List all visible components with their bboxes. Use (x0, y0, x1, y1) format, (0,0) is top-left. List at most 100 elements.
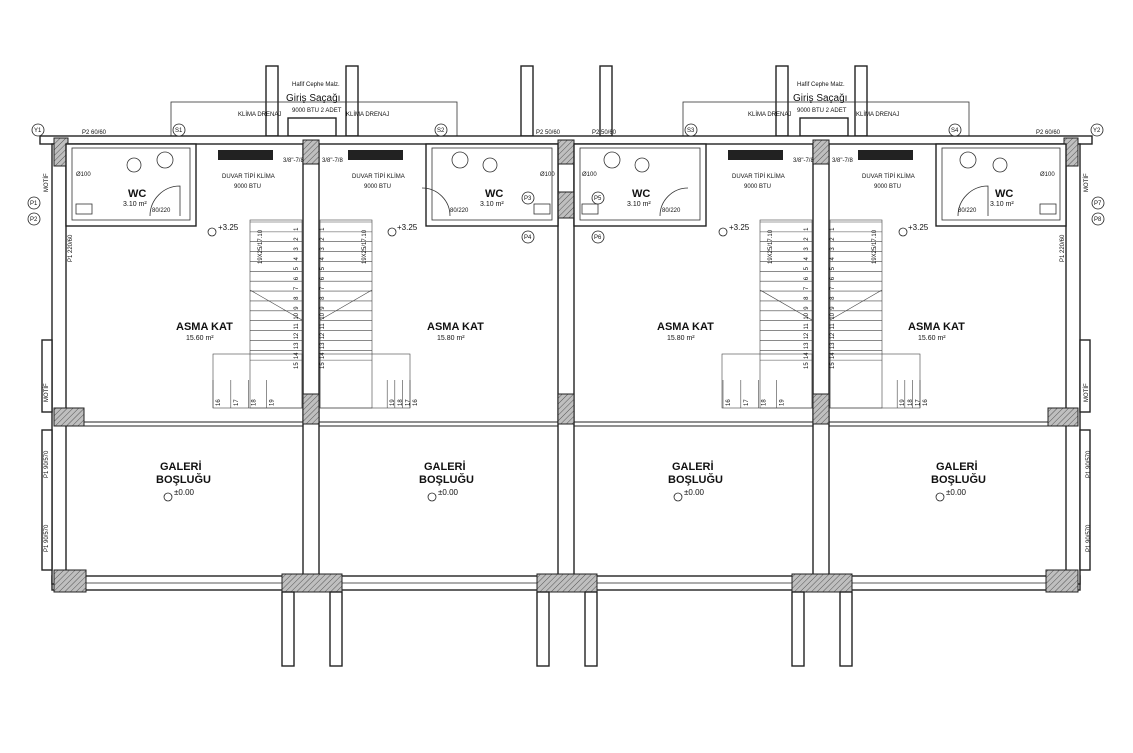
stair-landing-number: 17 (234, 399, 240, 406)
axis-markers: Y1 P1 P2 Y2 P7 P8 S1 S2 S3 S4 P3 P4 P5 P… (27, 123, 1105, 244)
motif-label-right-top: MOTİF (1083, 173, 1090, 192)
wc-area-1: 3.10 m² (123, 201, 147, 208)
wc-title-3: WC (632, 188, 650, 200)
ac-outdoor-label: 9000 BTU 2 ADET (292, 108, 342, 114)
stair-step-number: 15 (294, 362, 300, 369)
wc-title-1: WC (128, 188, 146, 200)
stair-step-number: 2 (320, 237, 326, 241)
window-label-2: P2 50/60 (536, 130, 561, 136)
wc-title-2: WC (485, 188, 503, 200)
stair-step-number: 3 (294, 247, 300, 251)
stair-landing-number: 19 (390, 399, 396, 406)
pipe-label-2: 3/8"-7/8 (322, 158, 343, 164)
stair-step-number: 4 (804, 256, 810, 260)
mezzanine-title-4: ASMA KAT (908, 321, 965, 333)
canopy-outlines (170, 101, 970, 137)
stair-landing-number: 18 (398, 399, 404, 406)
canopy-label: Giriş Saçağı (286, 93, 340, 104)
light-facade-label-2: Hafif Cephe Malz. (797, 82, 845, 88)
drain-size-3: Ø100 (582, 172, 597, 178)
motif-label-left-top: MOTİF (43, 173, 50, 192)
marker-P7: P7 (1094, 201, 1102, 207)
stair-landing-number: 17 (405, 399, 411, 406)
canopy-label-2: Giriş Saçağı (793, 93, 847, 104)
gallery-title-2b: BOŞLUĞU (419, 473, 474, 486)
stair-step-number: 2 (830, 237, 836, 241)
ac-label-4: DUVAR TİPİ KLİMA (862, 173, 915, 180)
stair-step-number: 12 (830, 332, 836, 339)
wc-area-4: 3.10 m² (990, 201, 1014, 208)
stair-step-number: 14 (294, 352, 300, 359)
mezzanine-area-3: 15.80 m² (667, 335, 695, 342)
ac-cap-2: 9000 BTU (364, 184, 391, 190)
drain-size-2: Ø100 (540, 172, 555, 178)
window-label-4: P2 60/60 (1036, 130, 1061, 136)
stair-step-number: 2 (804, 237, 810, 241)
stair-step-number: 4 (294, 256, 300, 260)
stair-step-number: 1 (804, 227, 810, 231)
stair-step-number: 13 (804, 342, 810, 349)
drain-size-1: Ø100 (76, 172, 91, 178)
stair-step-number: 5 (804, 266, 810, 270)
ac-label-3: DUVAR TİPİ KLİMA (732, 173, 785, 180)
level-ground-4: ±0.00 (946, 488, 967, 497)
stair-step-number: 14 (804, 352, 810, 359)
level-upper-3: +3.25 (729, 223, 750, 232)
wc-door-1: 80/220 (152, 208, 171, 214)
stair-spec-2: 19X25/17.10 (362, 229, 368, 264)
stair-step-number: 4 (320, 256, 326, 260)
stair-step-number: 7 (830, 286, 836, 290)
side-window-left: P1 220/60 (68, 234, 74, 262)
wc-area-3: 3.10 m² (627, 201, 651, 208)
wc-title-4: WC (995, 188, 1013, 200)
level-upper-2: +3.25 (397, 223, 418, 232)
stair-step-number: 11 (804, 323, 810, 330)
stair-step-number: 7 (320, 286, 326, 290)
stair-step-number: 10 (320, 312, 326, 319)
stair-step-number: 9 (294, 306, 300, 310)
stair-step-number: 14 (320, 352, 326, 359)
side-window-right-lower-2: P1 90/570 (1086, 524, 1092, 552)
ac-label-1: DUVAR TİPİ KLİMA (222, 173, 275, 180)
mezzanine-area-2: 15.80 m² (437, 335, 465, 342)
side-window-left-lower-2: P1 90/570 (44, 524, 50, 552)
gallery-title-3b: BOŞLUĞU (668, 473, 723, 486)
wc-area-2: 3.10 m² (480, 201, 504, 208)
ac-label-2: DUVAR TİPİ KLİMA (352, 173, 405, 180)
mezzanine-area-4: 15.60 m² (918, 335, 946, 342)
marker-P1: P1 (30, 201, 38, 207)
ac-drain-label-3: KLİMA DRENAJ (748, 111, 791, 118)
stair-step-number: 10 (804, 312, 810, 319)
stair-step-number: 9 (804, 306, 810, 310)
wc-door-4: 80/220 (958, 208, 977, 214)
stair-step-number: 13 (830, 342, 836, 349)
pipe-label-3: 3/8"-7/8 (793, 158, 814, 164)
stair-step-number: 8 (320, 296, 326, 300)
gallery-title-4a: GALERİ (936, 460, 978, 473)
ac-cap-1: 9000 BTU (234, 184, 261, 190)
level-symbols (163, 227, 945, 502)
gallery-title-2a: GALERİ (424, 460, 466, 473)
stair-spec-4: 19X25/17.10 (872, 229, 878, 264)
stair-step-number: 11 (830, 323, 836, 330)
stair-step-number: 3 (830, 247, 836, 251)
ac-outdoor-label-2: 9000 BTU 2 ADET (797, 108, 847, 114)
level-ground-2: ±0.00 (438, 488, 459, 497)
ac-drain-label-4: KLİMA DRENAJ (856, 111, 899, 118)
ac-drain-label-2: KLİMA DRENAJ (346, 111, 389, 118)
marker-P8: P8 (1094, 217, 1102, 223)
stair-step-number: 15 (320, 362, 326, 369)
marker-S3: S3 (687, 128, 695, 134)
wc-door-3: 80/220 (662, 208, 681, 214)
ac-units (218, 150, 913, 160)
stair-step-number: 15 (804, 362, 810, 369)
stair-step-number: 6 (294, 276, 300, 280)
stair-step-number: 2 (294, 237, 300, 241)
stair-step-number: 13 (294, 342, 300, 349)
ac-drain-label: KLİMA DRENAJ (238, 111, 281, 118)
stair-step-number: 3 (320, 247, 326, 251)
stair-step-number: 14 (830, 352, 836, 359)
marker-P3: P3 (524, 196, 532, 202)
stair-landing-number: 17 (744, 399, 750, 406)
